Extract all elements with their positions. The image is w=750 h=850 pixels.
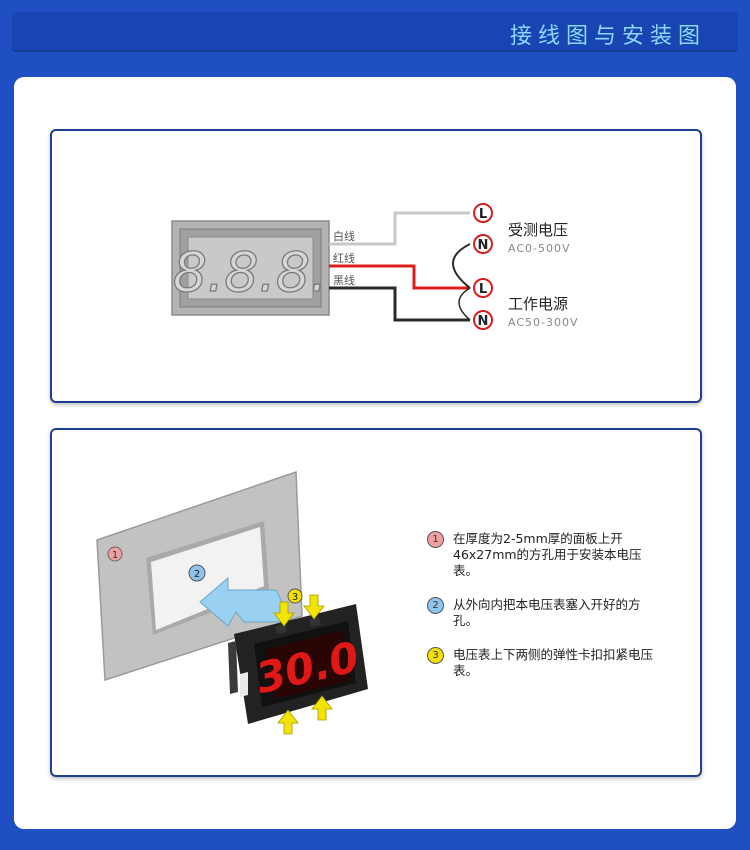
- black-wire: [329, 286, 470, 322]
- step-2: 2 从外向内把本电压表塞入开好的方孔。: [425, 597, 665, 629]
- supply-voltage-title: 工作电源: [508, 295, 568, 313]
- step-1: 1 在厚度为2-5mm厚的面板上开46x27mm的方孔用于安装本电压表。: [425, 531, 665, 579]
- step-text: 电压表上下两侧的弹性卡扣扣紧电压表。: [453, 647, 654, 678]
- clip-arrow-bottom-right: [311, 695, 333, 721]
- display-digits: 8.8.8.: [173, 241, 328, 304]
- meter-side-tab: [240, 672, 248, 697]
- red-wire-label: 红线: [333, 251, 355, 265]
- svg-text:N: N: [478, 314, 489, 329]
- installation-steps: 1 在厚度为2-5mm厚的面板上开46x27mm的方孔用于安装本电压表。 2 从…: [425, 531, 665, 697]
- supply-voltage-range: AC50-300V: [508, 316, 579, 329]
- installation-diagram: 1 2 30.0 3: [96, 470, 368, 735]
- header-banner: 接线图与安装图: [12, 12, 738, 52]
- clip-arrow-bottom-left: [277, 709, 299, 735]
- marker-1: 1: [107, 546, 123, 562]
- svg-text:1: 1: [112, 550, 118, 561]
- terminal-measured-live: L: [473, 203, 493, 223]
- white-wire: [329, 211, 470, 246]
- step-number: 2: [427, 597, 444, 614]
- svg-text:L: L: [479, 207, 487, 222]
- wiring-diagram-panel: 8.8.8. 白线 红线 黑线 L N L N 受测电压 AC0-500V 工: [50, 129, 702, 403]
- svg-text:2: 2: [194, 569, 200, 580]
- meter-display: [187, 236, 314, 300]
- terminal-supply-live: L: [473, 278, 493, 298]
- black-wire-label: 黑线: [333, 273, 355, 287]
- clip-arrow-top-right: [303, 594, 325, 620]
- white-wire-label: 白线: [333, 229, 355, 243]
- terminal-measured-neutral: N: [473, 234, 493, 254]
- measured-neutral-link: [452, 243, 471, 289]
- marker-2: 2: [188, 564, 206, 582]
- installation-diagram-panel: 1 2 30.0 3: [50, 428, 702, 777]
- step-text: 从外向内把本电压表塞入开好的方孔。: [453, 597, 641, 628]
- svg-text:3: 3: [292, 592, 298, 603]
- measured-voltage-range: AC0-500V: [508, 242, 571, 255]
- step-number: 3: [427, 647, 444, 664]
- meter-screen: [266, 630, 350, 699]
- measured-voltage-title: 受测电压: [508, 221, 568, 239]
- panel-cutout: [151, 527, 264, 630]
- svg-text:N: N: [478, 238, 489, 253]
- terminal-supply-neutral: N: [473, 310, 493, 330]
- clip-arrow-top-left: [273, 601, 295, 627]
- step-number: 1: [427, 531, 444, 548]
- red-wire: [329, 264, 470, 290]
- page-title: 接线图与安装图: [509, 24, 706, 49]
- step-3: 3 电压表上下两侧的弹性卡扣扣紧电压表。: [425, 647, 665, 679]
- marker-3: 3: [287, 588, 303, 604]
- step-text: 在厚度为2-5mm厚的面板上开46x27mm的方孔用于安装本电压表。: [453, 531, 642, 578]
- wiring-diagram: 8.8.8. 白线 红线 黑线 L N L N 受测电压 AC0-500V 工: [171, 203, 579, 330]
- top-clip-right: [309, 616, 321, 628]
- supply-neutral-link: [458, 287, 471, 321]
- svg-text:L: L: [479, 282, 487, 297]
- meter-side-clip-left: [228, 641, 238, 694]
